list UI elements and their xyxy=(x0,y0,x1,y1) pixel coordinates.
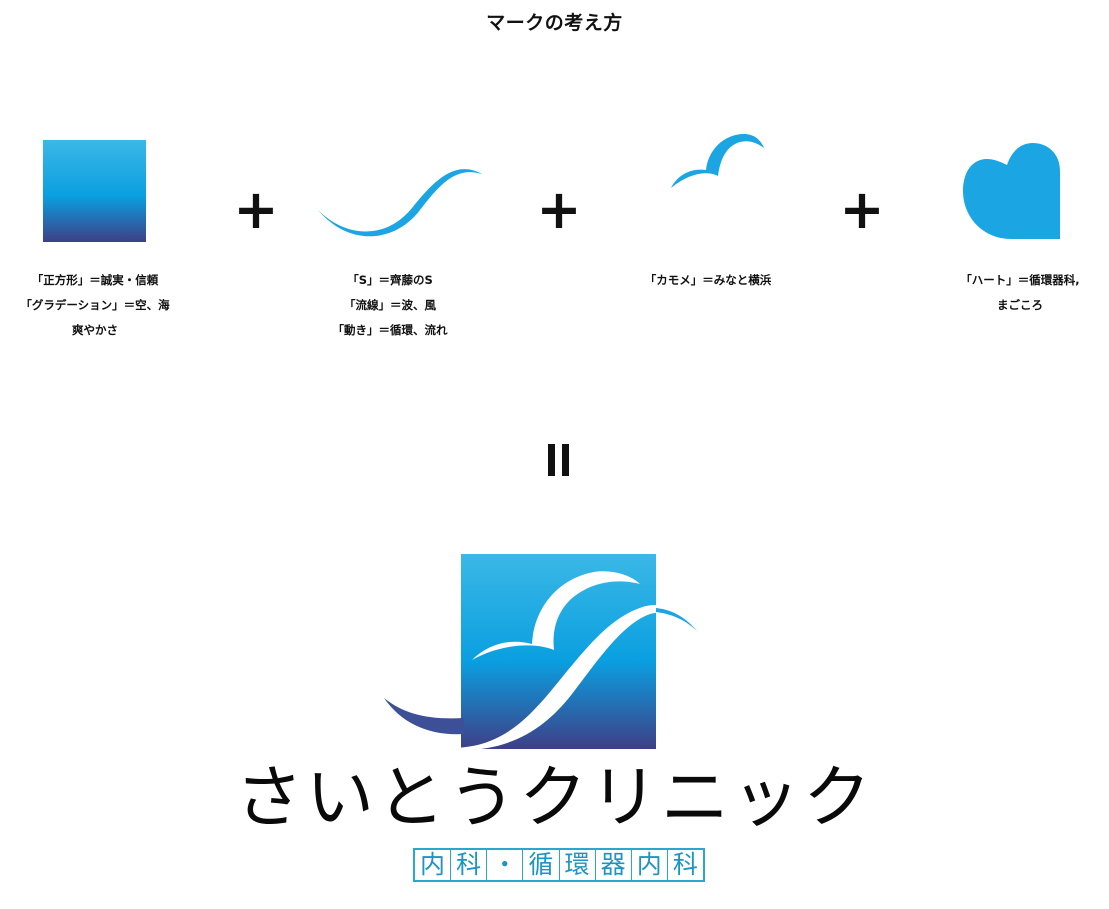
caption-line: まごころ xyxy=(997,298,1043,312)
caption-line: 「カモメ」＝みなと横浜 xyxy=(644,273,772,287)
gradient-square-icon xyxy=(43,140,146,242)
plus-sign: + xyxy=(233,178,279,241)
caption-square: 「正方形」＝誠実・信頼 「グラデーション」＝空、海 爽やかさ xyxy=(14,268,176,343)
department-char: ・ xyxy=(487,850,524,880)
page-title: マークの考え方 xyxy=(486,12,623,34)
caption-line: 「グラデーション」＝空、海 xyxy=(20,298,170,312)
caption-line: 「動き」＝循環、流れ xyxy=(332,323,448,337)
department-char: 科 xyxy=(451,850,488,880)
caption-line: 「ハート」＝循環器科, xyxy=(960,273,1080,287)
department-char: 内 xyxy=(415,850,452,880)
department-char: 内 xyxy=(632,850,668,880)
plus-sign: + xyxy=(839,178,885,241)
department-char: 循 xyxy=(523,850,560,880)
caption-line: 「正方形」＝誠実・信頼 xyxy=(31,273,159,287)
department-box: 内 科 ・ 循 環 器 内 科 xyxy=(413,848,705,882)
clinic-name: さいとうクリニック xyxy=(234,759,874,838)
caption-gull: 「カモメ」＝みなと横浜 xyxy=(628,268,788,293)
equals-sign xyxy=(548,444,570,476)
s-wave-icon xyxy=(318,169,482,237)
plus-sign: + xyxy=(536,178,582,241)
caption-heart: 「ハート」＝循環器科, まごころ xyxy=(940,268,1100,318)
logo-mark-icon xyxy=(384,554,698,750)
department-char: 器 xyxy=(596,850,632,880)
department-char: 環 xyxy=(560,850,596,880)
caption-line: 「流線」＝波、風 xyxy=(344,298,436,312)
gull-icon xyxy=(671,134,764,188)
heart-icon xyxy=(963,143,1060,239)
caption-s-wave: 「S」＝齊藤のS 「流線」＝波、風 「動き」＝循環、流れ xyxy=(310,268,470,343)
department-char: 科 xyxy=(672,850,698,879)
caption-line: 「S」＝齊藤のS xyxy=(347,273,433,287)
caption-line: 爽やかさ xyxy=(72,323,118,337)
